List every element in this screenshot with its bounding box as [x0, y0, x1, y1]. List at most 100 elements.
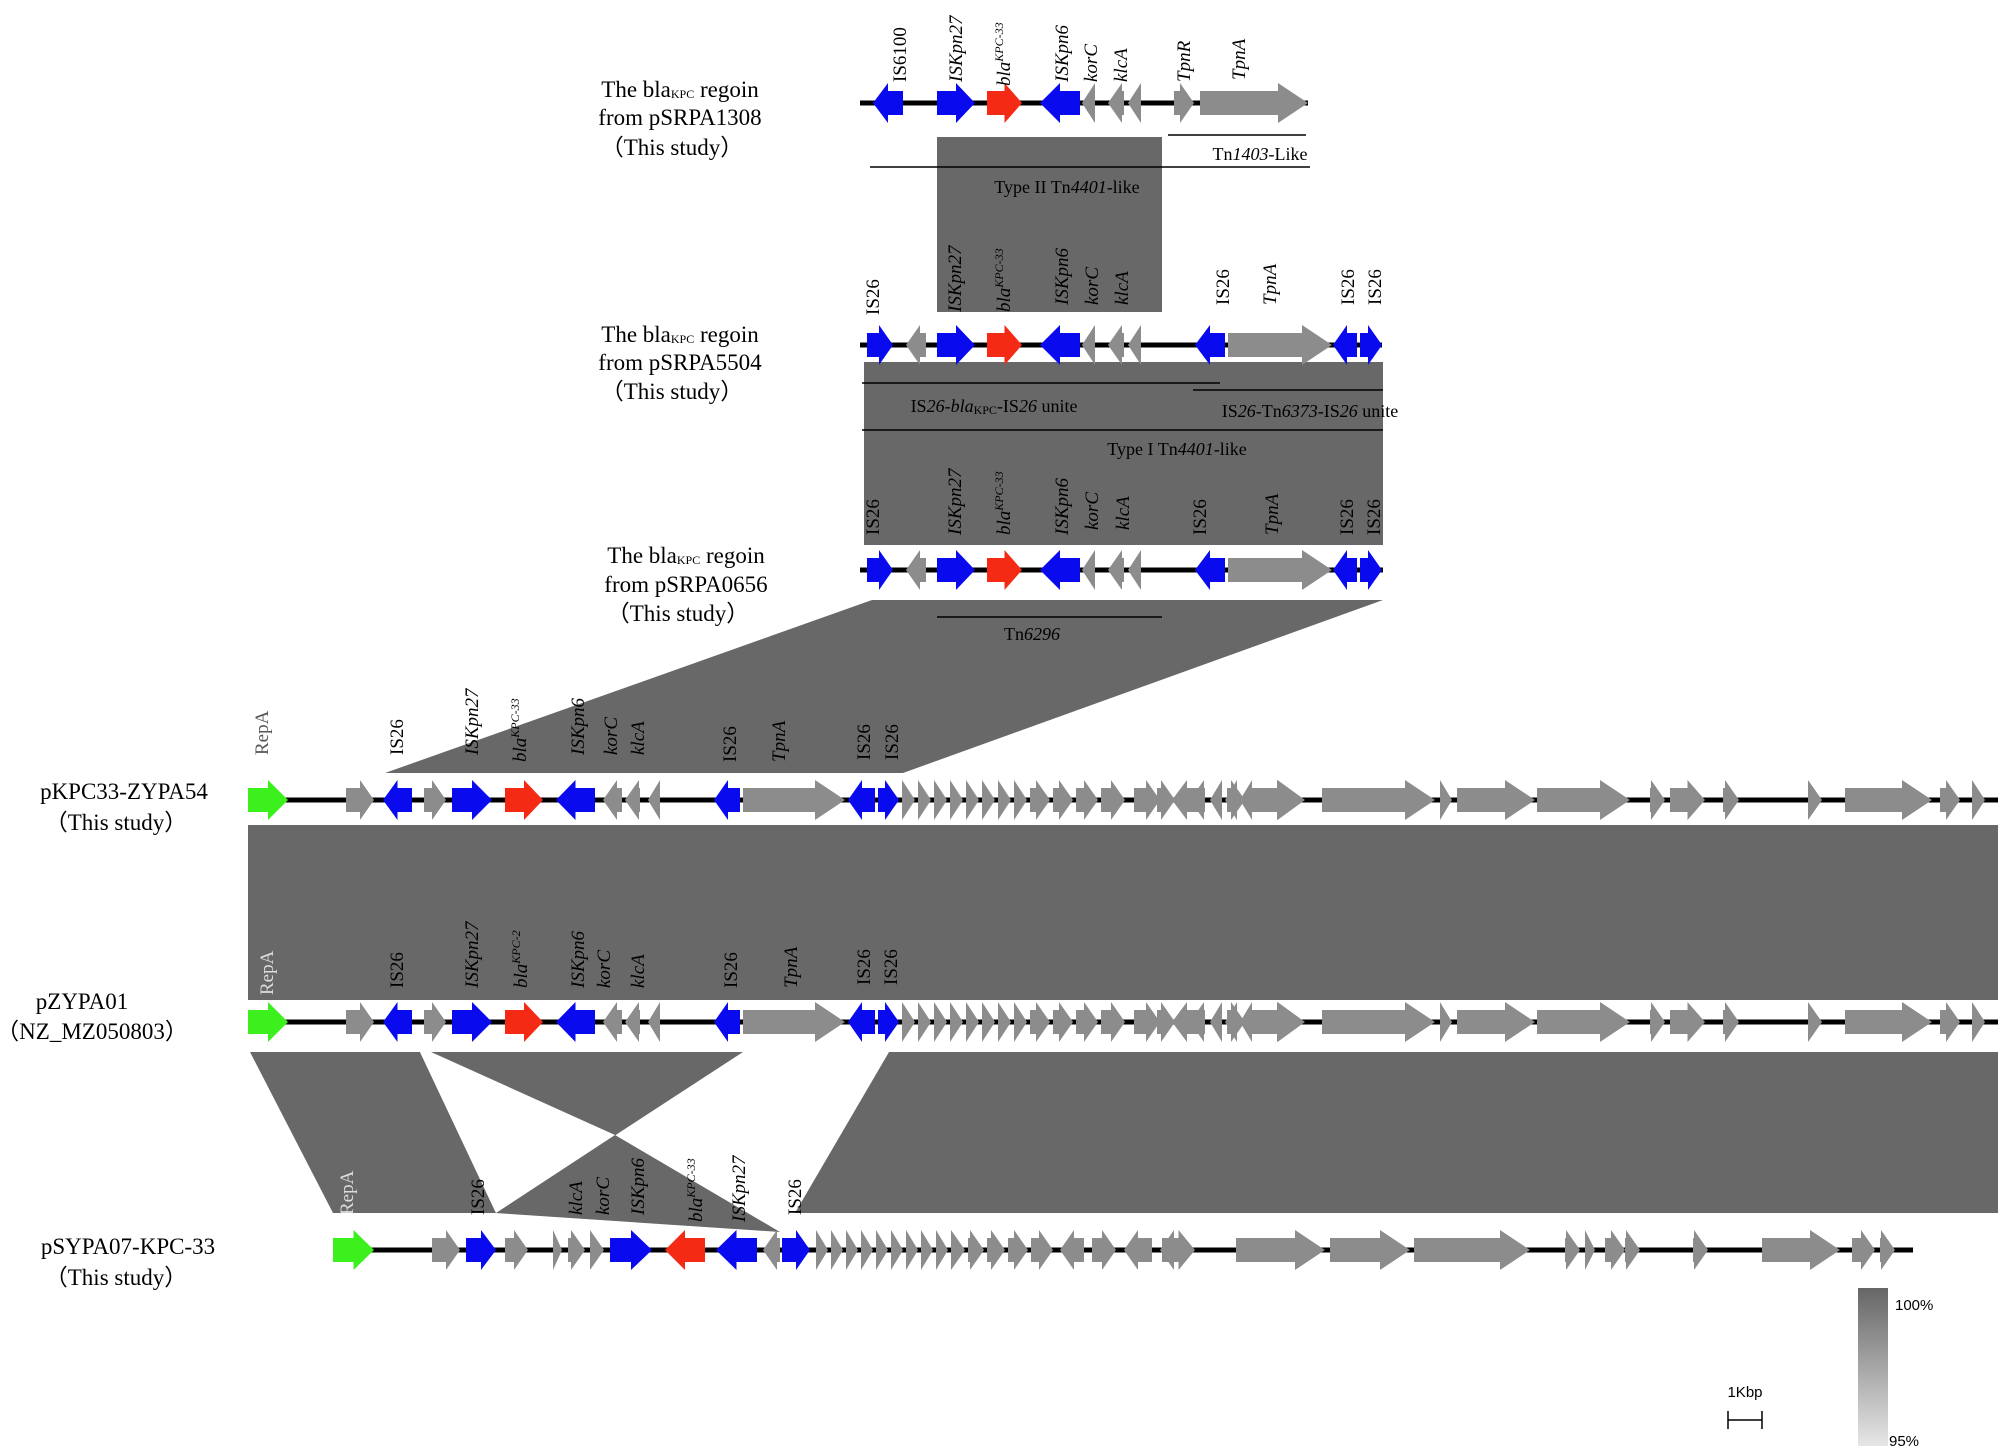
gene-arrow	[1457, 1002, 1535, 1042]
gene-arrow	[816, 1230, 828, 1270]
gene-arrow	[1972, 780, 1985, 820]
row-note-pSRPA1308: （This study）	[601, 135, 743, 160]
homology-block	[795, 1052, 1998, 1213]
is-element-arrow	[1195, 550, 1225, 590]
row-subtitle-pSRPA0656: from pSRPA0656	[604, 572, 767, 597]
gene-arrow	[1537, 1002, 1630, 1042]
gene-arrow	[743, 780, 845, 820]
gene-arrow	[1625, 1230, 1640, 1270]
gene-arrow	[1240, 1002, 1252, 1042]
gene-label-TpnA: TpnA	[769, 720, 790, 762]
gene-label-bla-kpc33: blaKPC-33	[992, 248, 1015, 312]
gene-label-IS26: IS26	[468, 1179, 489, 1215]
gene-arrow	[1108, 83, 1124, 123]
gene-arrow	[1762, 1230, 1840, 1270]
gene-label-ISKpn6: ISKpn6	[628, 1158, 649, 1217]
homology-block	[248, 825, 1998, 1000]
gene-arrow	[1440, 780, 1452, 820]
gene-arrow	[1414, 1230, 1530, 1270]
gene-arrow	[648, 780, 660, 820]
gene-label-korC: korC	[1082, 267, 1103, 305]
gene-label-IS26: IS26	[881, 949, 902, 985]
is-element-arrow	[1040, 83, 1080, 123]
row-note-pZYPA01: （NZ_MZ050803）	[0, 1019, 188, 1044]
gene-arrow	[1440, 1002, 1452, 1042]
annotation-lines	[862, 134, 1383, 618]
gene-arrow	[1008, 1230, 1028, 1270]
gene-arrow	[1210, 780, 1222, 820]
gene-arrow	[1157, 780, 1175, 820]
annotation-is26-tn6373-unite: IS26-Tn6373-IS26 unite	[1222, 401, 1399, 421]
gene-arrow	[1076, 780, 1098, 820]
is-element-arrow	[848, 1002, 875, 1042]
kpc-gene-arrow	[987, 83, 1022, 123]
gene-arrow	[648, 1002, 660, 1042]
gene-arrow	[1092, 1230, 1116, 1270]
gene-arrow	[1128, 83, 1141, 123]
gene-arrow	[1880, 1230, 1895, 1270]
row-note-pSRPA5504: （This study）	[601, 379, 743, 404]
is-element-arrow	[1360, 550, 1382, 590]
gene-arrow	[1124, 1230, 1152, 1270]
gene-arrow	[625, 1002, 640, 1042]
gene-arrow	[1940, 1002, 1960, 1042]
gene-arrow	[1190, 780, 1205, 820]
gene-arrow	[876, 1230, 888, 1270]
gene-arrow	[918, 1002, 931, 1042]
gene-arrow	[998, 1002, 1011, 1042]
gene-label-bla-kpc33: blaKPC-33	[992, 22, 1015, 86]
gene-arrows	[248, 83, 1985, 1270]
gene-label-IS26: IS26	[1364, 499, 1385, 535]
gene-label-korC: korC	[1081, 44, 1102, 82]
gene-label-IS26: IS26	[882, 724, 903, 760]
gene-label-TpnA: TpnA	[781, 946, 802, 988]
scale-bar: 1Kbp	[1727, 1384, 1763, 1429]
gene-arrow	[603, 780, 622, 820]
gene-label-ISKpn27: ISKpn27	[946, 14, 967, 83]
gene-label-IS26: IS26	[1190, 499, 1211, 535]
gene-arrow	[1014, 1002, 1027, 1042]
gene-arrow	[1723, 1002, 1739, 1042]
gene-arrow	[1670, 780, 1705, 820]
gene-arrow	[1227, 780, 1245, 820]
homology-blocks	[248, 137, 1998, 1232]
is-element-arrow	[383, 1002, 412, 1042]
gene-label-IS26: IS26	[863, 279, 884, 315]
scale-bar-label: 1Kbp	[1727, 1384, 1762, 1401]
gene-label-IS26: IS26	[1365, 269, 1386, 305]
is-element-arrow	[556, 780, 595, 820]
repA-arrow	[248, 1002, 288, 1042]
gene-label-ISKpn6: ISKpn6	[1052, 25, 1073, 84]
gene-arrow	[1174, 83, 1194, 123]
annotation-tn6296: Tn6296	[1004, 624, 1060, 644]
gene-arrow	[1972, 1002, 1985, 1042]
is-element-arrow	[610, 1230, 652, 1270]
gene-arrow	[1227, 1002, 1245, 1042]
is-element-arrow	[1333, 550, 1357, 590]
gene-arrow	[998, 780, 1011, 820]
kpc-gene-arrow	[505, 1002, 543, 1042]
gene-label-korC: korC	[601, 717, 622, 755]
gene-label-ISKpn27: ISKpn27	[729, 1154, 750, 1223]
is-element-arrow	[1040, 550, 1080, 590]
gene-arrow	[1053, 780, 1073, 820]
gene-arrow	[1172, 780, 1202, 820]
gene-label-ISKpn6: ISKpn6	[1052, 248, 1073, 307]
gene-label-IS26: IS26	[854, 949, 875, 985]
gene-label-RepA: RepA	[257, 950, 278, 995]
gene-arrow	[1808, 1002, 1822, 1042]
row-subtitle-pSRPA1308: from pSRPA1308	[598, 105, 761, 130]
repA-arrow	[333, 1230, 374, 1270]
gene-label-korC: korC	[593, 1177, 614, 1215]
row-title-pSRPA1308: The blaKPC regoin	[601, 77, 759, 102]
gene-label-bla-kpc2: blaKPC-2	[509, 930, 532, 988]
homology-block	[864, 362, 1383, 545]
gene-label-ISKpn27: ISKpn27	[945, 244, 966, 313]
is-element-arrow	[1333, 325, 1357, 365]
is-element-arrow	[878, 780, 899, 820]
gene-arrow	[950, 780, 963, 820]
gene-arrow	[831, 1230, 843, 1270]
gene-arrow	[934, 1002, 947, 1042]
gene-arrow	[1030, 780, 1050, 820]
